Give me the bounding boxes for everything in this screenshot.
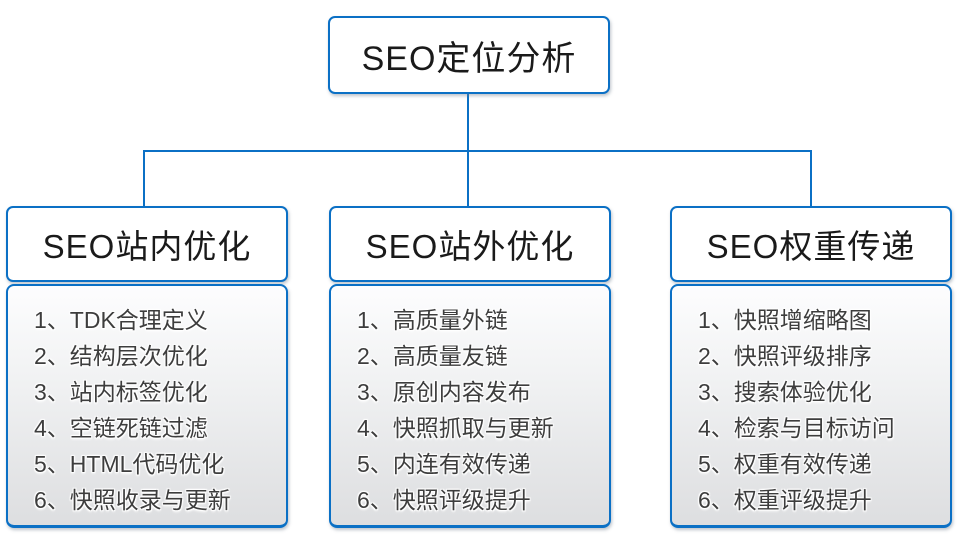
- branch-header-offsite-title: SEO站外优化: [365, 228, 575, 265]
- list-item: 2、高质量友链: [357, 343, 508, 369]
- list-item: 6、快照评级提升: [357, 487, 531, 513]
- list-item: 1、快照增缩略图: [698, 307, 872, 333]
- branch-list-offsite: 1、高质量外链 2、高质量友链 3、原创内容发布 4、快照抓取与更新 5、内连有…: [329, 284, 611, 528]
- list-item: 1、TDK合理定义: [34, 307, 208, 333]
- connector-drop-middle: [467, 150, 469, 206]
- list-item: 5、权重有效传递: [698, 451, 872, 477]
- list-item: 2、结构层次优化: [34, 343, 208, 369]
- list-item: 2、快照评级排序: [698, 343, 872, 369]
- branch-list-onsite: 1、TDK合理定义 2、结构层次优化 3、站内标签优化 4、空链死链过滤 5、H…: [6, 284, 288, 528]
- branch-header-weight: SEO权重传递: [670, 206, 952, 282]
- list-item: 1、高质量外链: [357, 307, 508, 333]
- list-item: 5、内连有效传递: [357, 451, 531, 477]
- list-item: 3、搜索体验优化: [698, 379, 872, 405]
- root-node: SEO定位分析: [328, 16, 610, 94]
- list-item: 6、权重评级提升: [698, 487, 872, 513]
- connector-horizontal: [143, 150, 812, 152]
- list-item: 4、检索与目标访问: [698, 415, 895, 441]
- branch-list-weight: 1、快照增缩略图 2、快照评级排序 3、搜索体验优化 4、检索与目标访问 5、权…: [670, 284, 952, 528]
- list-item: 5、HTML代码优化: [34, 451, 225, 477]
- branch-header-weight-title: SEO权重传递: [706, 228, 916, 265]
- list-item: 6、快照收录与更新: [34, 487, 231, 513]
- list-item: 3、原创内容发布: [357, 379, 531, 405]
- root-node-title: SEO定位分析: [361, 39, 577, 78]
- branch-header-offsite: SEO站外优化: [329, 206, 611, 282]
- branch-header-onsite-title: SEO站内优化: [42, 228, 252, 265]
- connector-drop-left: [143, 150, 145, 206]
- connector-drop-right: [810, 150, 812, 206]
- list-item: 4、快照抓取与更新: [357, 415, 554, 441]
- branch-header-onsite: SEO站内优化: [6, 206, 288, 282]
- list-item: 3、站内标签优化: [34, 379, 208, 405]
- connector-root-stem: [467, 94, 469, 151]
- list-item: 4、空链死链过滤: [34, 415, 208, 441]
